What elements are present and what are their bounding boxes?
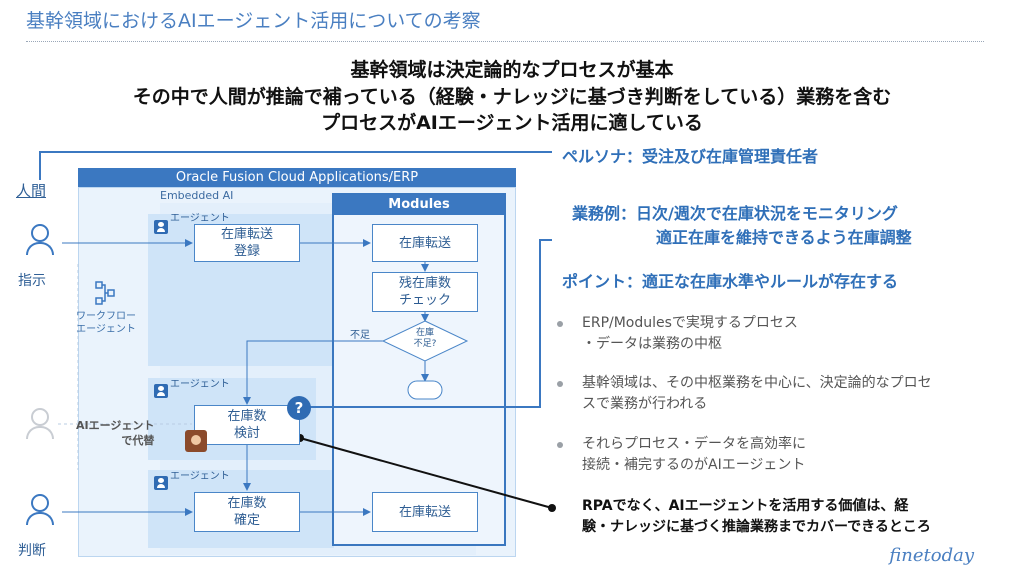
ai-replace-label: AIエージェント で代替 (76, 419, 155, 447)
agent-icon (154, 476, 168, 490)
embedded-ai-label: Embedded AI (160, 189, 234, 202)
agent-label: エージェント (170, 379, 230, 390)
agent-icon (154, 384, 168, 398)
bullet-2: 基幹領域は、その中枢業務を中心に、決定論的なプロセスで業務が行われる (582, 375, 932, 412)
agent-label: エージェント (170, 213, 230, 224)
example-line-1: 業務例：日次/週次で在庫状況をモニタリング (572, 204, 898, 223)
decision-shortage: 在庫不足? (413, 328, 437, 349)
human-label: 人間 (16, 182, 47, 200)
step-transfer: 在庫転送 (372, 224, 478, 262)
bullet-1: ERP/Modulesで実現するプロセス・データは業務の中枢 (582, 315, 798, 352)
title-divider (26, 41, 984, 42)
question-icon: ? (287, 396, 311, 420)
bullet-dot (557, 381, 563, 387)
modules-header: Modules (334, 195, 504, 215)
bullet-dot (557, 321, 563, 327)
step-check-remaining: 残在庫数チェック (372, 272, 478, 312)
headline-line-3: プロセスがAIエージェント活用に適している (321, 112, 703, 134)
step-register-transfer: 在庫転送登録 (194, 224, 300, 262)
key-message: RPAでなく、AIエージェントを活用する価値は、経験・ナレッジに基づく推論業務ま… (582, 498, 931, 535)
example-line-2: 適正在庫を維持できるよう在庫調整 (656, 228, 912, 247)
instruct-label: 指示 (18, 273, 46, 289)
point-text: ポイント：適正な在庫水準やルールが存在する (562, 272, 899, 291)
headline-line-1: 基幹領域は決定論的なプロセスが基本 (350, 59, 674, 81)
shortage-label: 不足 (350, 330, 370, 341)
agent-icon (154, 220, 168, 234)
workflow-icon (95, 281, 115, 305)
person-icon (26, 494, 54, 525)
person-replaced-icon (26, 408, 54, 439)
bullet-dot (557, 442, 563, 448)
workflow-agent-label: ワークフロー エージェント (76, 311, 136, 335)
erp-header: Oracle Fusion Cloud Applications/ERP (78, 168, 516, 187)
step-review-stock: 在庫数検討 (194, 405, 300, 445)
robot-icon (185, 430, 207, 452)
step-confirm-stock: 在庫数確定 (194, 492, 300, 532)
step-transfer-final: 在庫転送 (372, 492, 478, 532)
finetoday-logo: finetoday (889, 545, 974, 566)
bullet-3: それらプロセス・データを高効率に接続・補完するのがAIエージェント (582, 436, 806, 473)
headline-line-2: その中で人間が推論で補っている（経験・ナレッジに基づき判断をしている）業務を含む (132, 86, 892, 108)
judge-label: 判断 (18, 543, 46, 559)
persona-text: ペルソナ：受注及び在庫管理責任者 (562, 147, 819, 166)
slide-title: 基幹領域におけるAIエージェント活用についての考察 (26, 10, 481, 32)
person-icon (26, 224, 54, 255)
agent-label: エージェント (170, 471, 230, 482)
